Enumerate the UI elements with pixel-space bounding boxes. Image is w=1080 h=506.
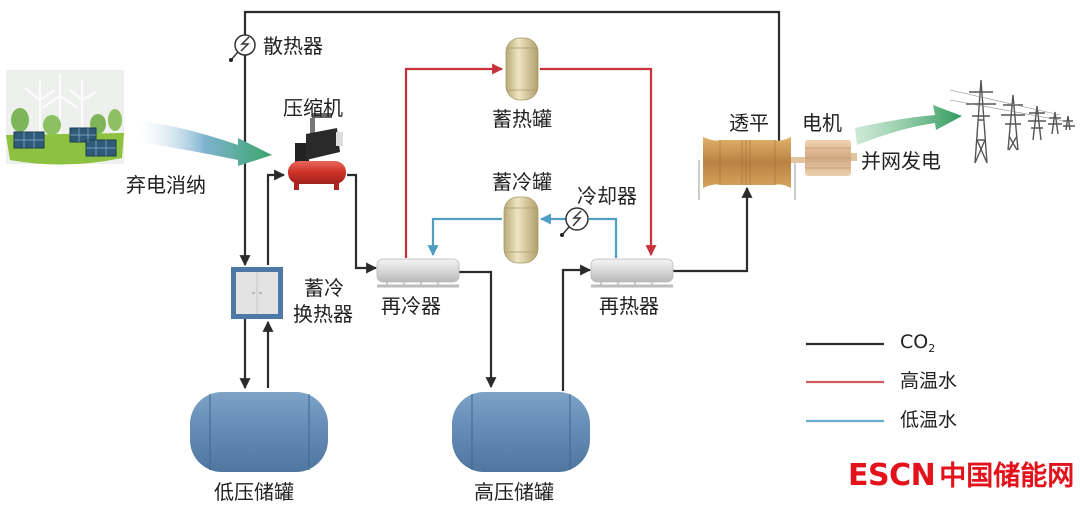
co2-line-compressor-to-recooler bbox=[347, 173, 378, 274]
reheater-icon bbox=[590, 258, 674, 288]
co2-line-reheater-to-turbine bbox=[673, 186, 753, 273]
turbine-icon bbox=[698, 137, 796, 200]
label-grid-connection: 并网发电 bbox=[861, 149, 941, 173]
legend-label-co2-main: CO bbox=[900, 331, 929, 353]
label-cold-storage-tank: 蓄冷罐 bbox=[492, 170, 552, 194]
label-turbine: 透平 bbox=[729, 111, 769, 135]
label-cooler: 冷却器 bbox=[577, 184, 637, 208]
low-pressure-tank-icon bbox=[190, 392, 328, 472]
label-cold-storage-hx-line2: 换热器 bbox=[293, 302, 353, 326]
label-reheater: 再热器 bbox=[599, 294, 659, 318]
high-pressure-tank-icon bbox=[452, 392, 590, 472]
hot-water-lines bbox=[404, 63, 657, 258]
cold-line-cold-tank-to-recooler bbox=[427, 217, 502, 257]
co2-line-turbine-exhaust bbox=[239, 10, 781, 267]
co2-line-hx-to-compressor bbox=[266, 169, 286, 265]
cooler-icon bbox=[560, 207, 589, 237]
label-curtailment-absorption: 弃电消纳 bbox=[126, 173, 206, 197]
co2-lines bbox=[239, 10, 781, 391]
label-heat-storage-tank: 蓄热罐 bbox=[492, 107, 552, 131]
cold-water-lines bbox=[427, 213, 618, 258]
legend-label-hot-water: 高温水 bbox=[900, 370, 958, 392]
curtailment-arrow-icon bbox=[138, 120, 272, 166]
compressor-icon bbox=[288, 113, 346, 190]
legend-label-cold-water: 低温水 bbox=[900, 409, 958, 431]
label-radiator: 散热器 bbox=[263, 34, 323, 58]
label-low-pressure-tank: 低压储罐 bbox=[214, 480, 294, 504]
cold-line-reheater-to-cooler bbox=[589, 217, 618, 258]
radiator-icon bbox=[229, 34, 256, 62]
label-motor: 电机 bbox=[802, 111, 842, 135]
renewable-energy-icon bbox=[6, 70, 124, 165]
cold-storage-tank-icon bbox=[503, 196, 539, 264]
motor-icon bbox=[791, 140, 857, 176]
label-compressor: 压缩机 bbox=[283, 96, 343, 120]
recooler-icon bbox=[376, 258, 460, 288]
label-high-pressure-tank: 高压储罐 bbox=[474, 480, 554, 504]
heat-storage-tank-icon bbox=[505, 37, 539, 101]
hot-line-recooler-to-heat-tank bbox=[404, 63, 504, 258]
legend-label-co2-subscript: 2 bbox=[928, 342, 936, 355]
grid-arrow-icon bbox=[855, 105, 962, 145]
co2-line-recooler-to-hp-tank bbox=[459, 270, 497, 389]
hot-line-heat-tank-to-reheater bbox=[540, 67, 657, 257]
watermark-latin: ESCN bbox=[848, 458, 936, 493]
transmission-towers-icon bbox=[949, 79, 1075, 164]
legend bbox=[806, 342, 884, 423]
watermark-chinese: 中国储能网 bbox=[939, 461, 1075, 492]
cold-storage-heat-exchanger-icon bbox=[231, 267, 283, 319]
legend-label-co2: CO2 bbox=[900, 331, 936, 355]
co2-line-hp-tank-to-reheater bbox=[561, 264, 592, 391]
label-recooler: 再冷器 bbox=[381, 294, 441, 318]
label-cold-storage-hx-line1: 蓄冷 bbox=[304, 276, 344, 300]
